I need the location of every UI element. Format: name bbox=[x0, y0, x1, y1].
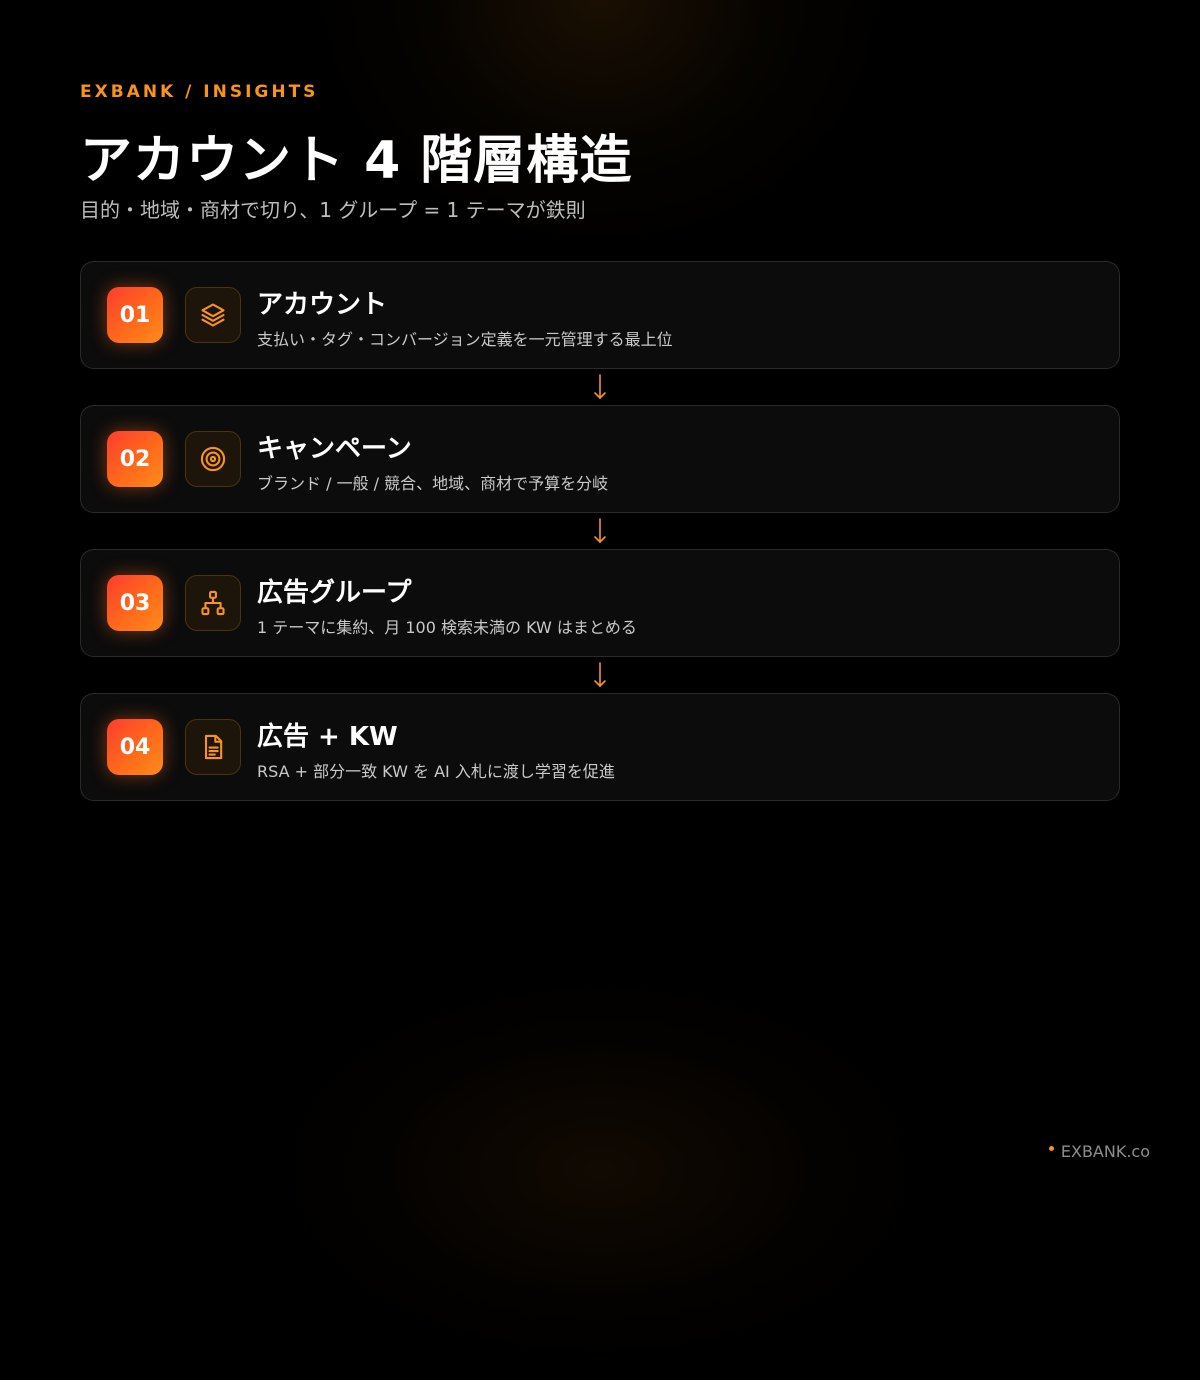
layer-title: キャンペーン bbox=[257, 434, 412, 464]
page-subtitle: 目的・地域・商材で切り、1 グループ = 1 テーマが鉄則 bbox=[80, 198, 586, 222]
layer-title: 広告グループ bbox=[257, 578, 412, 608]
layer-list: 01 アカウント 支払い・タグ・コンバージョン定義を一元管理する最上位 02 キ… bbox=[80, 261, 1120, 801]
target-icon bbox=[185, 431, 241, 487]
layer-description: 支払い・タグ・コンバージョン定義を一元管理する最上位 bbox=[257, 330, 673, 349]
layer-number-badge: 02 bbox=[107, 431, 163, 487]
footer-dot-icon bbox=[1048, 1146, 1054, 1151]
hierarchy-icon bbox=[185, 575, 241, 631]
layer-title: 広告 + KW bbox=[257, 722, 398, 752]
layer-card-account: 01 アカウント 支払い・タグ・コンバージョン定義を一元管理する最上位 bbox=[80, 261, 1120, 369]
layer-description: RSA + 部分一致 KW を AI 入札に渡し学習を促進 bbox=[257, 762, 615, 781]
layer-number-badge: 03 bbox=[107, 575, 163, 631]
down-arrow-icon bbox=[80, 657, 1120, 693]
layer-description: ブランド / 一般 / 競合、地域、商材で予算を分岐 bbox=[257, 474, 609, 493]
eyebrow-label: EXBANK / INSIGHTS bbox=[80, 82, 319, 102]
footer-brand-label: EXBANK.co bbox=[1060, 1142, 1150, 1161]
layer-number-badge: 04 bbox=[107, 719, 163, 775]
layer-card-campaign: 02 キャンペーン ブランド / 一般 / 競合、地域、商材で予算を分岐 bbox=[80, 405, 1120, 513]
down-arrow-icon bbox=[80, 513, 1120, 549]
page-title: アカウント 4 階層構造 bbox=[80, 131, 633, 191]
document-icon bbox=[185, 719, 241, 775]
layer-card-ad-keyword: 04 広告 + KW RSA + 部分一致 KW を AI 入札に渡し学習を促進 bbox=[80, 693, 1120, 801]
down-arrow-icon bbox=[80, 369, 1120, 405]
layer-title: アカウント bbox=[257, 290, 388, 320]
footer-brand: EXBANK.co bbox=[1048, 1142, 1150, 1161]
layer-number-badge: 01 bbox=[107, 287, 163, 343]
layer-description: 1 テーマに集約、月 100 検索未満の KW はまとめる bbox=[257, 618, 637, 637]
background-glow-bottom bbox=[250, 960, 950, 1380]
layer-card-ad-group: 03 広告グループ 1 テーマに集約、月 100 検索未満の KW はまとめる bbox=[80, 549, 1120, 657]
layers-icon bbox=[185, 287, 241, 343]
